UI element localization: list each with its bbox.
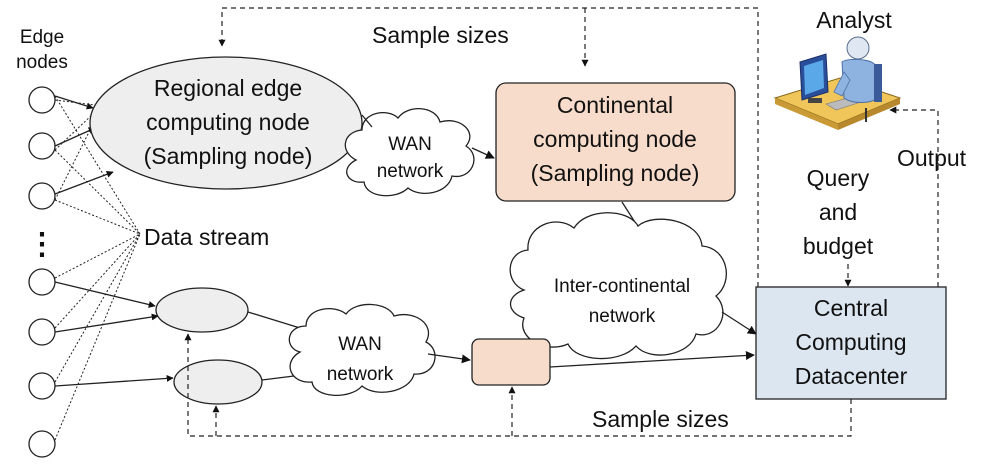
sample-sizes-top-label: Sample sizes <box>372 22 509 48</box>
ellipse-upper-to-wan-link <box>247 311 301 329</box>
query-label-3: budget <box>803 233 874 259</box>
wan-bottom-label-1: WAN <box>338 334 382 355</box>
wan-to-small-node-arrow <box>427 353 471 364</box>
regional-to-wan-link <box>361 114 373 128</box>
edge-arrows <box>54 95 174 387</box>
edge-node <box>28 268 56 296</box>
edge-node <box>28 318 56 346</box>
edge-node <box>28 182 56 210</box>
central-datacenter <box>755 286 947 400</box>
wan-top-label-2: network <box>377 161 444 182</box>
regional-label-1: Regional edge <box>154 75 302 101</box>
output-line <box>889 106 939 287</box>
edge-ellipse-lower <box>173 359 263 405</box>
inter-to-central-arrow <box>721 311 757 335</box>
small-node-to-central-arrow <box>549 350 755 368</box>
sample-size-feedback-lines <box>184 7 939 437</box>
inter-label-1: Inter-continental <box>554 276 690 297</box>
query-label-1: Query <box>807 165 870 191</box>
bottom-feedback-line <box>184 333 852 437</box>
central-label-3: Datacenter <box>795 363 908 389</box>
edge-nodes-label-2: nodes <box>16 52 68 73</box>
edge-nodes-label-1: Edge <box>20 27 64 48</box>
regional-label-2: computing node <box>146 109 310 135</box>
regional-label-3: (Sampling node) <box>144 143 313 169</box>
wan-cloud-top <box>344 108 475 197</box>
data-stream-lines <box>54 95 141 441</box>
analyst-icon <box>773 36 902 130</box>
analyst-label: Analyst <box>816 7 892 33</box>
inter-continental-cloud <box>509 212 727 360</box>
wan-bottom-label-2: network <box>327 364 394 385</box>
edge-node <box>28 86 56 114</box>
inter-label-2: network <box>589 306 656 327</box>
central-label-1: Central <box>814 295 888 321</box>
output-label: Output <box>897 145 967 171</box>
wan-to-continental-arrow <box>471 147 495 159</box>
data-stream-label: Data stream <box>144 224 269 250</box>
sample-sizes-bottom-label: Sample sizes <box>592 406 729 432</box>
query-label-2: and <box>819 199 857 225</box>
edge-node <box>28 372 56 400</box>
regional-edge-node <box>89 56 363 190</box>
edge-nodes <box>28 86 56 458</box>
continental-label-1: Continental <box>557 92 673 118</box>
wan-top-label-1: WAN <box>388 134 432 155</box>
ellipse-lower-to-wan-link <box>261 375 295 381</box>
edge-node <box>28 430 56 458</box>
vertical-ellipsis: ⋮ <box>27 228 57 261</box>
edge-node <box>28 132 56 160</box>
wan-cloud-bottom <box>288 303 436 397</box>
central-label-2: Computing <box>795 329 906 355</box>
continental-label-3: (Sampling node) <box>531 160 700 186</box>
continental-label-2: computing node <box>533 126 697 152</box>
continental-node-small <box>471 338 551 386</box>
edge-ellipse-upper <box>155 287 249 333</box>
top-feedback-line <box>218 7 759 287</box>
continental-node <box>495 82 736 202</box>
